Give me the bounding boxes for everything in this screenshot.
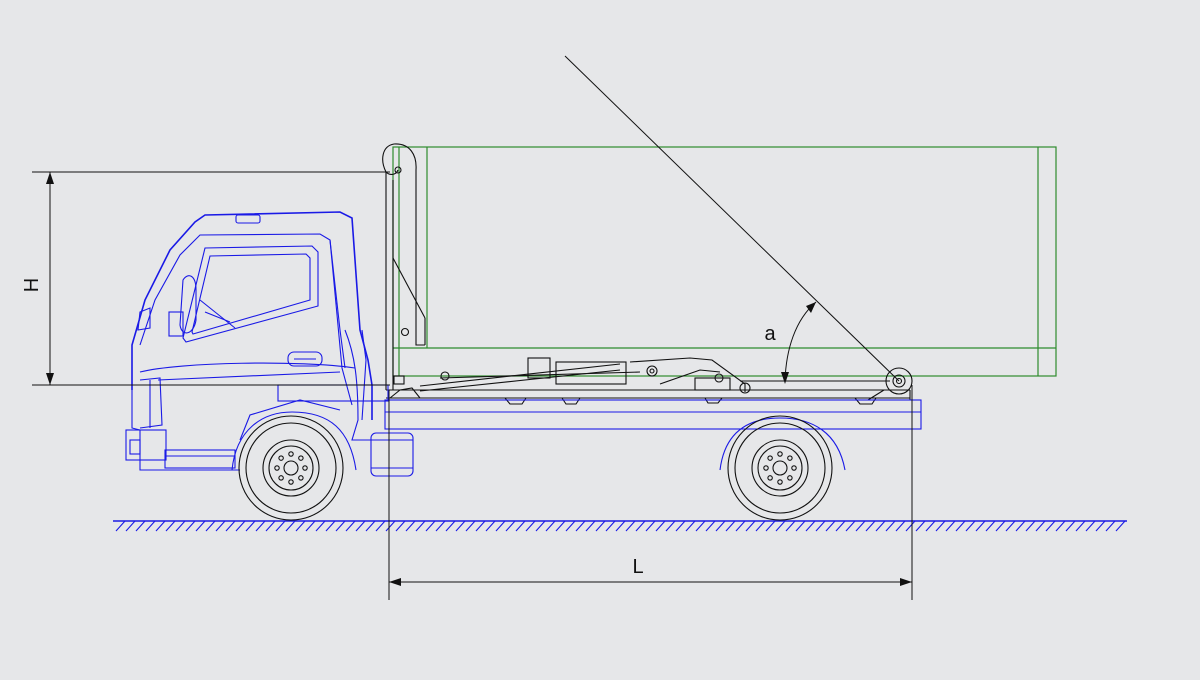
hooklift-subframe (386, 357, 913, 405)
rear-wheel (727, 415, 833, 521)
angle-label: a (764, 323, 776, 345)
height-dimension: H (21, 171, 390, 386)
ground-line (113, 520, 1127, 532)
truck-cab (125, 211, 373, 471)
height-label: H (21, 278, 43, 292)
container-body (392, 146, 1057, 377)
front-wheel (238, 415, 344, 521)
length-dimension: L (388, 385, 913, 600)
length-label: L (632, 556, 643, 578)
hook-arm (382, 143, 426, 390)
tipping-angle: a (564, 55, 900, 384)
